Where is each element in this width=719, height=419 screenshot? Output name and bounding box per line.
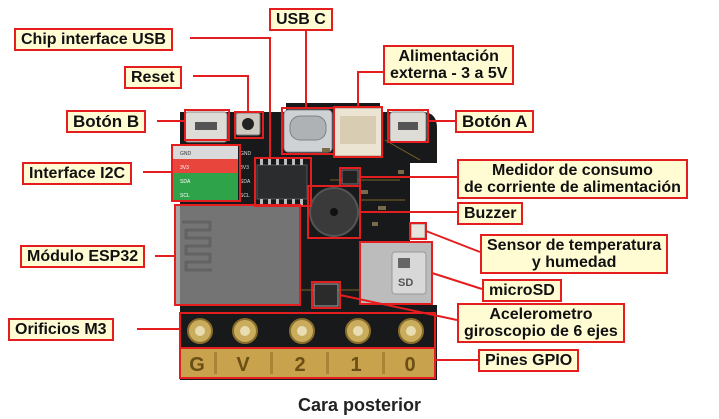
leader-reset (193, 75, 249, 112)
current-sensor-chip (341, 169, 359, 185)
i2c-wire-label-2: 3V3 (180, 165, 189, 171)
highlight-button-b (184, 109, 230, 141)
i2c-pin-label-4: SCL (240, 193, 250, 199)
label-microsd: microSD (482, 279, 562, 302)
leader-temp (425, 230, 481, 253)
i2c-wire-3v3 (172, 159, 238, 173)
label-buzzer-text: Buzzer (464, 205, 517, 222)
gpio-mark-1: G (189, 354, 205, 376)
label-chip-usb: Chip interface USB (14, 28, 173, 51)
label-usb-c-text: USB C (276, 11, 326, 28)
label-imu-line1: Acelerometro (489, 306, 593, 323)
leader-lines (137, 28, 483, 361)
label-i2c: Interface I2C (22, 162, 133, 185)
label-chip-usb-text: Chip interface USB (21, 31, 166, 48)
gpio-edge (180, 348, 435, 378)
caption: Cara posterior (297, 395, 422, 415)
label-gpio-text: Pines GPIO (485, 352, 573, 369)
label-m3: Orificios M3 (8, 318, 114, 341)
highlight-boxes (171, 106, 436, 379)
i2c-pin-label-2: 3V3 (240, 165, 249, 171)
label-current-line1: Medidor de consumo (492, 162, 653, 179)
label-buzzer: Buzzer (457, 202, 524, 225)
pcb-board (180, 103, 437, 380)
usb-chip (256, 164, 308, 200)
temp-humidity-sensor (410, 223, 426, 239)
m3-holes (187, 318, 424, 344)
label-microsd-text: microSD (489, 282, 555, 299)
highlight-gpio (179, 347, 436, 379)
label-reset: Reset (124, 66, 182, 89)
leader-chip-usb (190, 37, 271, 158)
label-current: Medidor de consumo de corriente de alime… (457, 159, 688, 199)
label-imu-line2: giroscopio de 6 ejes (464, 323, 618, 340)
label-button-b-text: Botón B (73, 112, 140, 131)
gpio-mark-2: V (236, 354, 250, 376)
gpio-mark-3: 2 (294, 354, 305, 376)
highlight-button-a (387, 109, 429, 143)
i2c-wire-sda (172, 173, 238, 187)
leader-microsd (431, 272, 483, 290)
label-temp-humidity: Sensor de temperatura y humedad (480, 234, 669, 274)
gpio-mark-5: 0 (404, 354, 415, 376)
label-gpio: Pines GPIO (478, 349, 580, 372)
esp32-antenna-trace (182, 220, 212, 272)
i2c-pin-label-1: GND (240, 151, 252, 157)
leader-imu (339, 294, 458, 321)
label-button-a: Botón A (455, 110, 535, 133)
label-usb-c: USB C (269, 8, 333, 31)
microsd-card-text: SD (398, 277, 413, 289)
gpio-mark-4: 1 (350, 354, 361, 376)
label-button-a-text: Botón A (462, 112, 528, 131)
i2c-wire-scl (172, 187, 238, 201)
label-power-line1: Alimentación (398, 48, 499, 65)
label-reset-text: Reset (131, 69, 175, 86)
i2c-wire-gnd (172, 145, 238, 159)
label-temp-line2: y humedad (531, 254, 617, 271)
leader-power (357, 71, 383, 107)
label-temp-line1: Sensor de temperatura (487, 237, 662, 254)
label-i2c-text: Interface I2C (29, 165, 126, 182)
imu-chip (313, 283, 339, 307)
i2c-wire-label-3: SDA (180, 179, 191, 185)
label-current-line2: de corriente de alimentación (464, 179, 681, 196)
label-button-b: Botón B (66, 110, 147, 133)
i2c-wire-label-4: SCL (180, 193, 190, 199)
label-imu: Acelerometro giroscopio de 6 ejes (457, 303, 625, 343)
i2c-pin-label-3: SDA (240, 179, 251, 185)
label-esp32: Módulo ESP32 (20, 245, 146, 268)
label-esp32-text: Módulo ESP32 (27, 248, 139, 265)
label-power-line2: externa - 3 a 5V (390, 65, 508, 82)
label-m3-text: Orificios M3 (15, 321, 107, 338)
label-power: Alimentación externa - 3 a 5V (383, 45, 515, 85)
i2c-wire-label-1: GND (180, 151, 192, 157)
